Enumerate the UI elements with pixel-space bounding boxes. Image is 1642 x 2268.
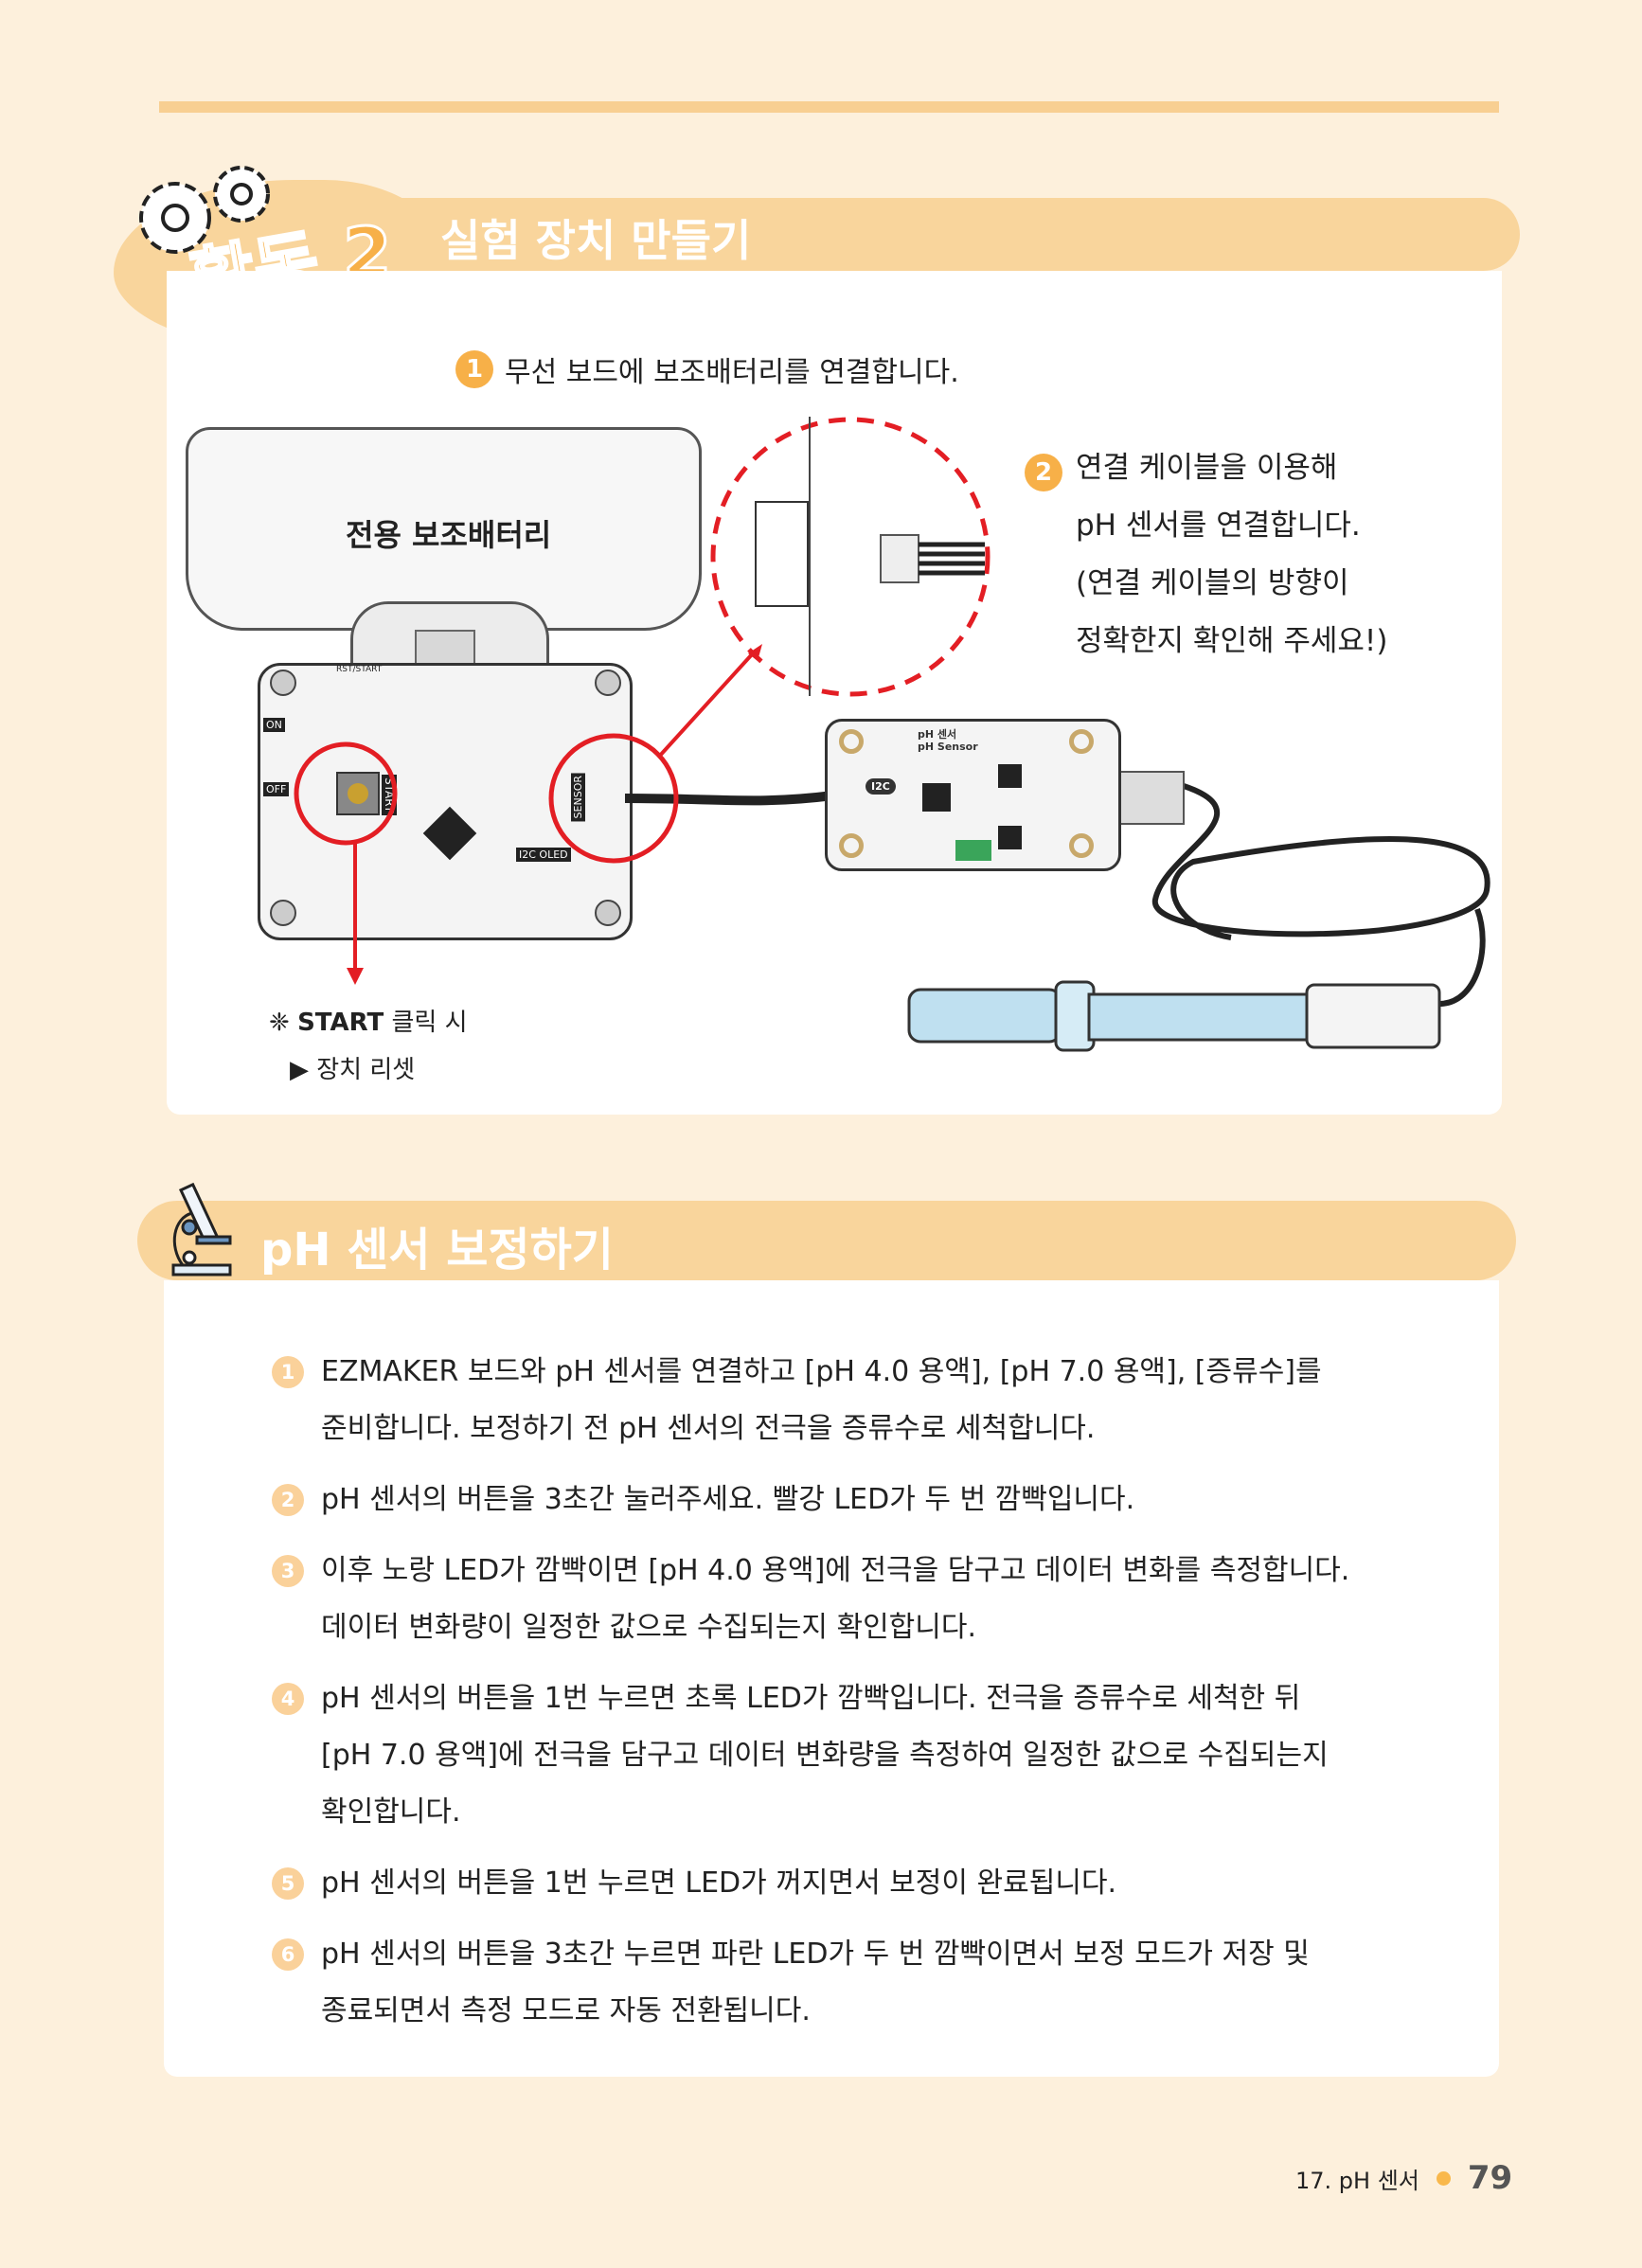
top-rule bbox=[159, 101, 1499, 113]
calibration-step: 5 pH 센서의 버튼을 1번 누르면 LED가 꺼지면서 보정이 완료됩니다. bbox=[272, 1856, 1455, 1913]
step-text-line: pH 센서의 버튼을 3초간 누르면 파란 LED가 두 번 깜빡이면서 보정 … bbox=[321, 1938, 1310, 1971]
start-note: ❈ START 클릭 시 bbox=[269, 1009, 468, 1037]
off-label: OFF bbox=[263, 782, 290, 796]
step-text-line: pH 센서의 버튼을 1번 누르면 LED가 꺼지면서 보정이 완료됩니다. bbox=[321, 1866, 1117, 1900]
calibration-list: 1 EZMAKER 보드와 pH 센서를 연결하고 [pH 4.0 용액], [p… bbox=[272, 1345, 1455, 2041]
chapter-label: 17. pH 센서 bbox=[1295, 2167, 1419, 2194]
zoom-detail-circle bbox=[710, 417, 991, 697]
on-label: ON bbox=[263, 718, 285, 732]
step-2: 2 연결 케이블을 이용해 pH 센서를 연결합니다. (연결 케이블의 방향이… bbox=[1025, 443, 1387, 674]
calibration-step: 1 EZMAKER 보드와 pH 센서를 연결하고 [pH 4.0 용액], [p… bbox=[272, 1345, 1455, 1458]
gears-icon bbox=[139, 166, 270, 254]
calibration-step: 2 pH 센서의 버튼을 3초간 눌러주세요. 빨강 LED가 두 번 깜빡입니다… bbox=[272, 1473, 1455, 1529]
step-text-line: 연결 케이블을 이용해 bbox=[1076, 451, 1338, 485]
cable bbox=[624, 791, 834, 806]
calibration-title: pH 센서 보정하기 bbox=[260, 1223, 614, 1277]
step-badge: 1 bbox=[272, 1356, 304, 1388]
calibration-step: 6 pH 센서의 버튼을 3초간 누르면 파란 LED가 두 번 깜빡이면서 보정… bbox=[272, 1927, 1455, 2041]
step-text-line: pH 센서를 연결합니다. bbox=[1076, 509, 1361, 543]
step-badge: 5 bbox=[272, 1867, 304, 1900]
step-text-line: 이후 노랑 LED가 깜빡이면 [pH 4.0 용액]에 전극을 담구고 데이터… bbox=[321, 1554, 1350, 1587]
calibration-step: 4 pH 센서의 버튼을 1번 누르면 초록 LED가 깜빡입니다. 전극을 증류… bbox=[272, 1671, 1455, 1842]
battery-image bbox=[186, 427, 702, 631]
probe-tip bbox=[907, 988, 1062, 1044]
sensor-port-highlight bbox=[548, 733, 679, 864]
step-text: 무선 보드에 보조배터리를 연결합니다. bbox=[505, 356, 959, 389]
sensor-en-label: pH Sensor bbox=[918, 741, 978, 753]
wireless-board-image bbox=[258, 663, 633, 940]
start-button[interactable] bbox=[336, 772, 380, 815]
step-text-line: [pH 7.0 용액]에 전극을 담구고 데이터 변화량을 측정하여 일정한 값… bbox=[321, 1739, 1329, 1772]
reset-note: ▶ 장치 리셋 bbox=[290, 1056, 416, 1084]
step-1: 1 무선 보드에 보조배터리를 연결합니다. bbox=[455, 348, 959, 390]
ph-sensor-board-image: pH 센서 pH Sensor I2C bbox=[825, 719, 1121, 871]
step-text-line: 종료되면서 측정 모드로 자동 전환됩니다. bbox=[321, 1994, 811, 2027]
step-text-line: (연결 케이블의 방향이 bbox=[1076, 566, 1349, 600]
probe-body bbox=[1087, 992, 1309, 1042]
step-text-line: pH 센서의 버튼을 1번 누르면 초록 LED가 깜빡입니다. 전극을 증류수… bbox=[321, 1682, 1301, 1715]
step-badge: 1 bbox=[455, 350, 493, 388]
calibration-card bbox=[164, 1280, 1499, 2077]
page-footer: 17. pH 센서 79 bbox=[1295, 2159, 1512, 2197]
step-text-line: 준비합니다. 보정하기 전 pH 센서의 전극을 증류수로 세척합니다. bbox=[321, 1412, 1096, 1445]
sensor-ko-label: pH 센서 bbox=[918, 728, 957, 741]
step-badge: 3 bbox=[272, 1555, 304, 1587]
activity-title: 실험 장치 만들기 bbox=[440, 215, 752, 266]
step-text-line: 데이터 변화량이 일정한 값으로 수집되는지 확인합니다. bbox=[321, 1611, 977, 1644]
connection-diagram bbox=[294, 417, 1490, 1052]
rst-label: RST/START bbox=[336, 665, 383, 674]
step-badge: 4 bbox=[272, 1683, 304, 1715]
calibration-header-band bbox=[137, 1201, 1516, 1280]
i2c-label: I2C bbox=[866, 778, 896, 795]
step-badge: 6 bbox=[272, 1938, 304, 1971]
step-badge: 2 bbox=[272, 1484, 304, 1516]
oled-label: I2C OLED bbox=[516, 848, 571, 862]
start-highlight bbox=[294, 741, 398, 846]
calibration-step: 3 이후 노랑 LED가 깜빡이면 [pH 4.0 용액]에 전극을 담구고 데이… bbox=[272, 1544, 1455, 1657]
step-text-line: pH 센서의 버튼을 3초간 눌러주세요. 빨강 LED가 두 번 깜빡입니다. bbox=[321, 1483, 1135, 1516]
battery-label: 전용 보조배터리 bbox=[346, 517, 552, 553]
step-text-line: 정확한지 확인해 주세요!) bbox=[1076, 624, 1388, 658]
microscope-icon bbox=[171, 1182, 232, 1277]
bullet-dot bbox=[1436, 2170, 1451, 2186]
step-badge: 2 bbox=[1025, 453, 1062, 491]
step-text-line: EZMAKER 보드와 pH 센서를 연결하고 [pH 4.0 용액], [pH… bbox=[321, 1355, 1322, 1388]
page-number: 79 bbox=[1467, 2159, 1513, 2197]
step-text-line: 확인합니다. bbox=[321, 1795, 461, 1829]
activity-header-band bbox=[284, 198, 1520, 271]
